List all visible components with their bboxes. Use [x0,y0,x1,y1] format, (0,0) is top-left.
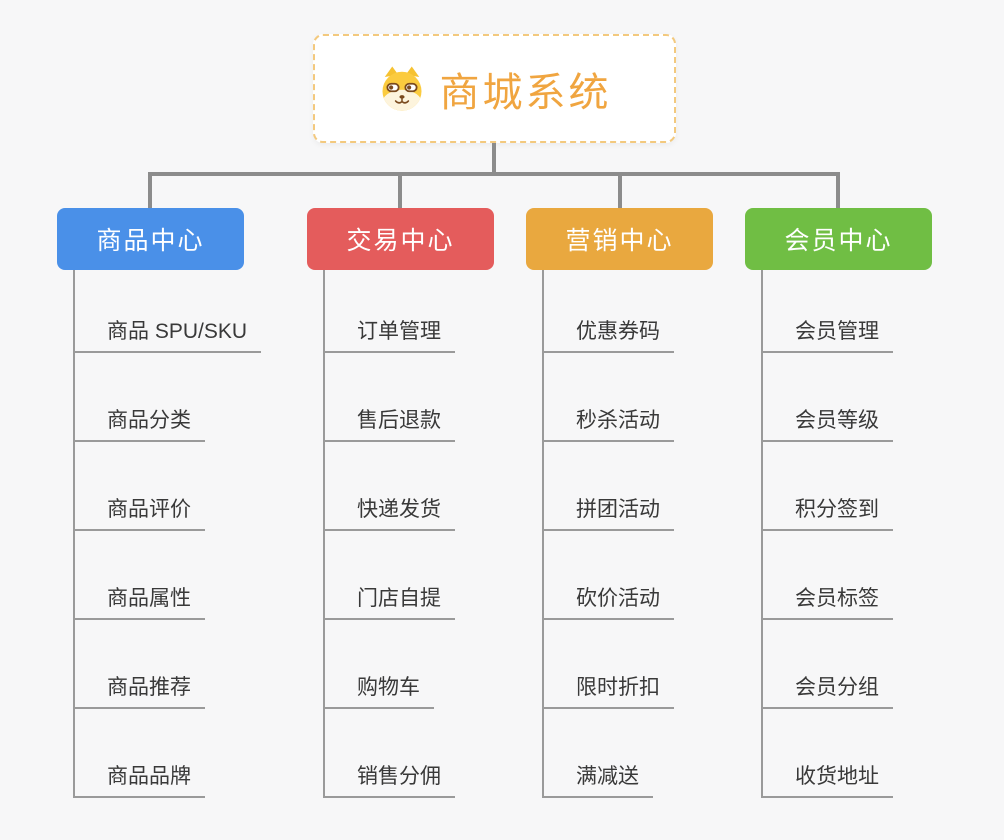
connector-drop-marketing [618,172,622,210]
connector-drop-member [836,172,840,210]
leaf-node[interactable]: 会员管理 [761,311,893,353]
leaf-node[interactable]: 秒杀活动 [542,400,674,442]
root-title: 商城系统 [439,70,612,115]
leaf-node[interactable]: 购物车 [323,667,434,709]
connector-drop-trade [398,172,402,210]
leaf-node[interactable]: 收货地址 [761,756,893,798]
leaf-node[interactable]: 订单管理 [323,311,455,353]
leaf-node[interactable]: 砍价活动 [542,578,674,620]
leaf-node[interactable]: 商品属性 [73,578,205,620]
leaf-node[interactable]: 会员标签 [761,578,893,620]
leaf-node[interactable]: 会员等级 [761,400,893,442]
leaf-node[interactable]: 拼团活动 [542,489,674,531]
branch-spine-line [761,270,763,798]
leaf-node[interactable]: 满减送 [542,756,653,798]
leaf-node[interactable]: 优惠券码 [542,311,674,353]
leaf-node[interactable]: 商品评价 [73,489,205,531]
leaf-node[interactable]: 商品推荐 [73,667,205,709]
leaf-node[interactable]: 门店自提 [323,578,455,620]
connector-drop-product [148,172,152,210]
root-node-mall-system[interactable]: 商城系统 [313,34,676,143]
connector-bus-line [148,172,840,176]
leaf-node[interactable]: 商品品牌 [73,756,205,798]
shiba-dog-icon [382,66,421,111]
branch-trade-center: 交易中心 订单管理 售后退款 快递发货 门店自提 购物车 销售分佣 [307,208,494,808]
branch-node-member[interactable]: 会员中心 [745,208,932,270]
leaf-node[interactable]: 商品分类 [73,400,205,442]
leaf-node[interactable]: 快递发货 [323,489,455,531]
leaf-node[interactable]: 会员分组 [761,667,893,709]
branch-spine-line [73,270,75,798]
connector-root-stub [492,143,496,174]
branch-member-center: 会员中心 会员管理 会员等级 积分签到 会员标签 会员分组 收货地址 [745,208,932,808]
branch-marketing-center: 营销中心 优惠券码 秒杀活动 拼团活动 砍价活动 限时折扣 满减送 [526,208,713,808]
leaf-node[interactable]: 商品 SPU/SKU [73,311,262,353]
leaf-node[interactable]: 限时折扣 [542,667,674,709]
branch-node-trade[interactable]: 交易中心 [307,208,494,270]
branch-product-center: 商品中心 商品 SPU/SKU 商品分类 商品评价 商品属性 商品推荐 商品品牌 [57,208,262,808]
branch-spine-line [542,270,544,798]
branch-node-product[interactable]: 商品中心 [57,208,244,270]
branch-spine-line [323,270,325,798]
leaf-node[interactable]: 售后退款 [323,400,455,442]
leaf-node[interactable]: 积分签到 [761,489,893,531]
branch-node-marketing[interactable]: 营销中心 [526,208,713,270]
leaf-node[interactable]: 销售分佣 [323,756,455,798]
